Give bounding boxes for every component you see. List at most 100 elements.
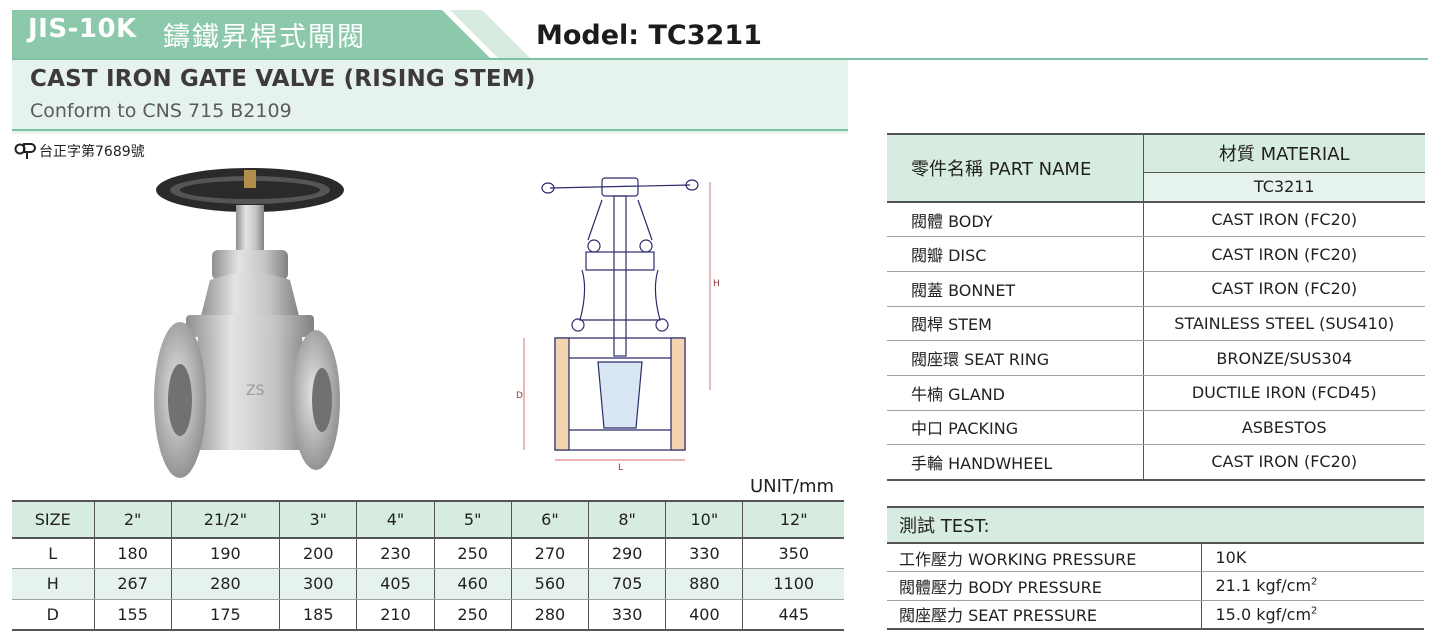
dimension-cell: L — [12, 538, 94, 569]
dimension-table: SIZE 2" 21/2" 3" 4" 5" 6" 8" 10" 12" L 1… — [12, 500, 844, 631]
test-unit-exponent: 2 — [1311, 605, 1318, 617]
dimension-cell: 267 — [93, 568, 172, 600]
dimension-cell: 190 — [170, 538, 280, 569]
dimension-header-cell: 21/2" — [170, 500, 280, 539]
dimension-header-cell: 3" — [279, 500, 357, 539]
test-row: 閥座壓力 SEAT PRESSURE 15.0 kgf/cm2 — [887, 600, 1424, 630]
test-name-cell: 閥體壓力 BODY PRESSURE — [887, 571, 1202, 601]
test-name-cell: 工作壓力 WORKING PRESSURE — [887, 543, 1202, 572]
dimension-cell: 175 — [170, 599, 280, 631]
part-name-cell: 閥座環 SEAT RING — [887, 340, 1144, 376]
dimension-row-h: H 267 280 300 405 460 560 705 880 1100 — [12, 568, 844, 600]
dimension-row-l: L 180 190 200 230 250 270 290 330 350 — [12, 538, 844, 569]
dimension-cell: 290 — [588, 538, 666, 569]
dimension-cell: 405 — [356, 568, 435, 600]
material-cell: CAST IRON (FC20) — [1143, 444, 1425, 481]
dimension-cell: 180 — [93, 538, 172, 569]
material-model-row: TC3211 — [887, 172, 1425, 203]
dimension-label-h: H — [713, 279, 720, 289]
header-tab-shape — [12, 10, 530, 58]
part-name-cell: 閥蓋 BONNET — [887, 271, 1144, 307]
registration-text: 台正字第7689號 — [39, 144, 145, 160]
dimension-header-cell: 2" — [93, 500, 172, 539]
dimension-cell: 705 — [588, 568, 666, 600]
test-table: 測試 TEST: 工作壓力 WORKING PRESSURE 10K 閥體壓力 … — [887, 506, 1424, 630]
dimension-cell: 330 — [588, 599, 666, 631]
material-cell: CAST IRON (FC20) — [1143, 236, 1425, 272]
standard-subtitle: Conform to CNS 715 B2109 — [30, 100, 292, 122]
dimension-cell: 250 — [433, 599, 512, 631]
registration-mark: 台正字第7689號 — [14, 141, 145, 161]
dimension-label-d: D — [516, 391, 523, 401]
dimension-cell: H — [12, 568, 94, 600]
part-name-cell: 閥瓣 DISC — [887, 236, 1144, 272]
test-value: 10K — [1215, 548, 1247, 567]
dimension-cell: 155 — [93, 599, 172, 631]
material-cell: CAST IRON (FC20) — [1143, 202, 1425, 238]
part-name-cell: 牛楠 GLAND — [887, 375, 1144, 411]
part-name-header: 零件名稱 PART NAME — [887, 133, 1144, 203]
dimension-cell: 300 — [279, 568, 357, 600]
model-title: Model: TC3211 — [536, 20, 762, 51]
test-value-cell: 10K — [1201, 543, 1424, 572]
dimension-cell: D — [12, 599, 94, 631]
material-row: 閥蓋 BONNET CAST IRON (FC20) — [887, 271, 1425, 307]
dimension-row-d: D 155 175 185 210 250 280 330 400 445 — [12, 599, 844, 631]
test-header-row: 測試 TEST: — [887, 506, 1424, 544]
test-value: 15.0 kgf/cm — [1215, 604, 1312, 624]
title-band — [12, 60, 848, 134]
part-name-cell: 閥桿 STEM — [887, 306, 1144, 342]
material-header: 材質 MATERIAL — [1143, 133, 1425, 173]
dimension-cell: 880 — [665, 568, 743, 600]
material-cell: STAINLESS STEEL (SUS410) — [1143, 306, 1425, 342]
svg-text:ZS: ZS — [246, 383, 265, 399]
test-name-cell: 閥座壓力 SEAT PRESSURE — [887, 600, 1202, 630]
dimension-cell: 460 — [433, 568, 512, 600]
dimension-cell: 280 — [510, 599, 589, 631]
dimension-header-row: SIZE 2" 21/2" 3" 4" 5" 6" 8" 10" 12" — [12, 500, 844, 539]
dimension-label-l: L — [618, 463, 623, 470]
material-table: 零件名稱 PART NAME 材質 MATERIAL TC3211 閥體 BOD… — [887, 133, 1425, 481]
dimension-header-cell: 5" — [433, 500, 512, 539]
material-model-header: TC3211 — [1143, 172, 1425, 203]
dimension-header-cell: 12" — [742, 500, 844, 539]
valve-photo: ZS — [154, 168, 344, 478]
dimension-cell: 445 — [742, 599, 844, 631]
part-name-cell: 閥體 BODY — [887, 202, 1144, 238]
dimension-cell: 210 — [356, 599, 435, 631]
dimension-header-cell: 6" — [510, 500, 589, 539]
dimension-cell: 230 — [356, 538, 435, 569]
part-name-cell: 中口 PACKING — [887, 410, 1144, 446]
test-unit-exponent: 2 — [1311, 576, 1318, 588]
dimension-cell: 1100 — [742, 568, 844, 600]
dimension-cell: 400 — [665, 599, 743, 631]
chinese-title: 鑄鐵昇桿式閘閥 — [163, 22, 366, 53]
test-value-cell: 15.0 kgf/cm2 — [1201, 600, 1424, 630]
material-row: 閥桿 STEM STAINLESS STEEL (SUS410) — [887, 306, 1425, 342]
material-cell: BRONZE/SUS304 — [1143, 340, 1425, 376]
dimension-cell: 330 — [665, 538, 743, 569]
dimension-header-cell: 4" — [356, 500, 435, 539]
material-row: 閥瓣 DISC CAST IRON (FC20) — [887, 236, 1425, 272]
dimension-cell: 200 — [279, 538, 357, 569]
dimension-cell: 250 — [433, 538, 512, 569]
material-row: 中口 PACKING ASBESTOS — [887, 410, 1425, 446]
material-row: 閥體 BODY CAST IRON (FC20) — [887, 202, 1425, 238]
material-row: 閥座環 SEAT RING BRONZE/SUS304 — [887, 340, 1425, 376]
material-cell: ASBESTOS — [1143, 410, 1425, 446]
material-cell: CAST IRON (FC20) — [1143, 271, 1425, 307]
dimension-cell: 560 — [510, 568, 589, 600]
test-value-cell: 21.1 kgf/cm2 — [1201, 571, 1424, 601]
registration-logo-icon — [14, 143, 36, 159]
unit-label: UNIT/mm — [750, 476, 835, 497]
test-title: 測試 TEST: — [887, 506, 1424, 544]
jis-code: JIS-10K — [28, 14, 137, 44]
dimension-header-cell: 10" — [665, 500, 743, 539]
material-cell: DUCTILE IRON (FCD45) — [1143, 375, 1425, 411]
product-title: CAST IRON GATE VALVE (RISING STEM) — [30, 66, 536, 92]
test-value: 21.1 kgf/cm — [1215, 576, 1312, 596]
dimension-cell: 270 — [510, 538, 589, 569]
test-row: 工作壓力 WORKING PRESSURE 10K — [887, 543, 1424, 572]
dimension-cell: 350 — [742, 538, 844, 569]
material-header-row: 零件名稱 PART NAME 材質 MATERIAL — [887, 133, 1425, 203]
